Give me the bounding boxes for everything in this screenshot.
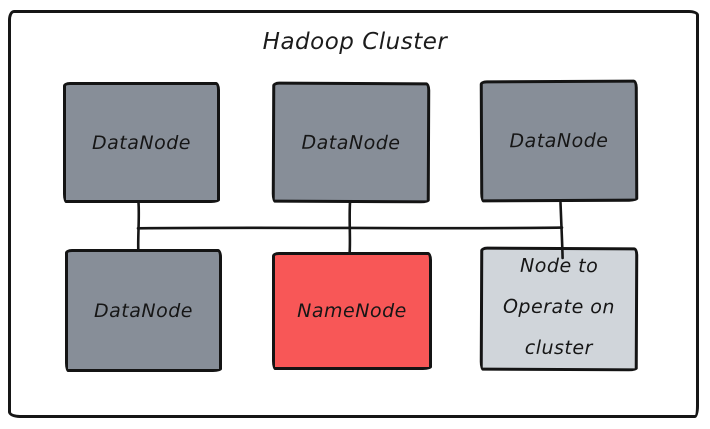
node-label: DataNode (509, 129, 609, 153)
node-label: DataNode (301, 131, 401, 154)
node-datanode-top-right: DataNode (479, 79, 639, 203)
node-datanode-top-left: DataNode (63, 82, 220, 203)
node-label-line: Node to (520, 254, 599, 278)
node-label-line: cluster (524, 336, 593, 360)
node-label: DataNode (94, 299, 193, 322)
cluster-boundary-box (8, 10, 699, 418)
node-operator: Node to Operate on cluster (479, 246, 639, 372)
node-label: NameNode (297, 300, 407, 322)
node-namenode: NameNode (272, 252, 432, 370)
node-label-line: Operate on (502, 295, 616, 319)
node-label: DataNode (92, 131, 191, 154)
node-datanode-bottom: DataNode (65, 249, 222, 372)
node-datanode-top-middle: DataNode (271, 81, 431, 204)
diagram-title: Hadoop Cluster (262, 29, 448, 55)
